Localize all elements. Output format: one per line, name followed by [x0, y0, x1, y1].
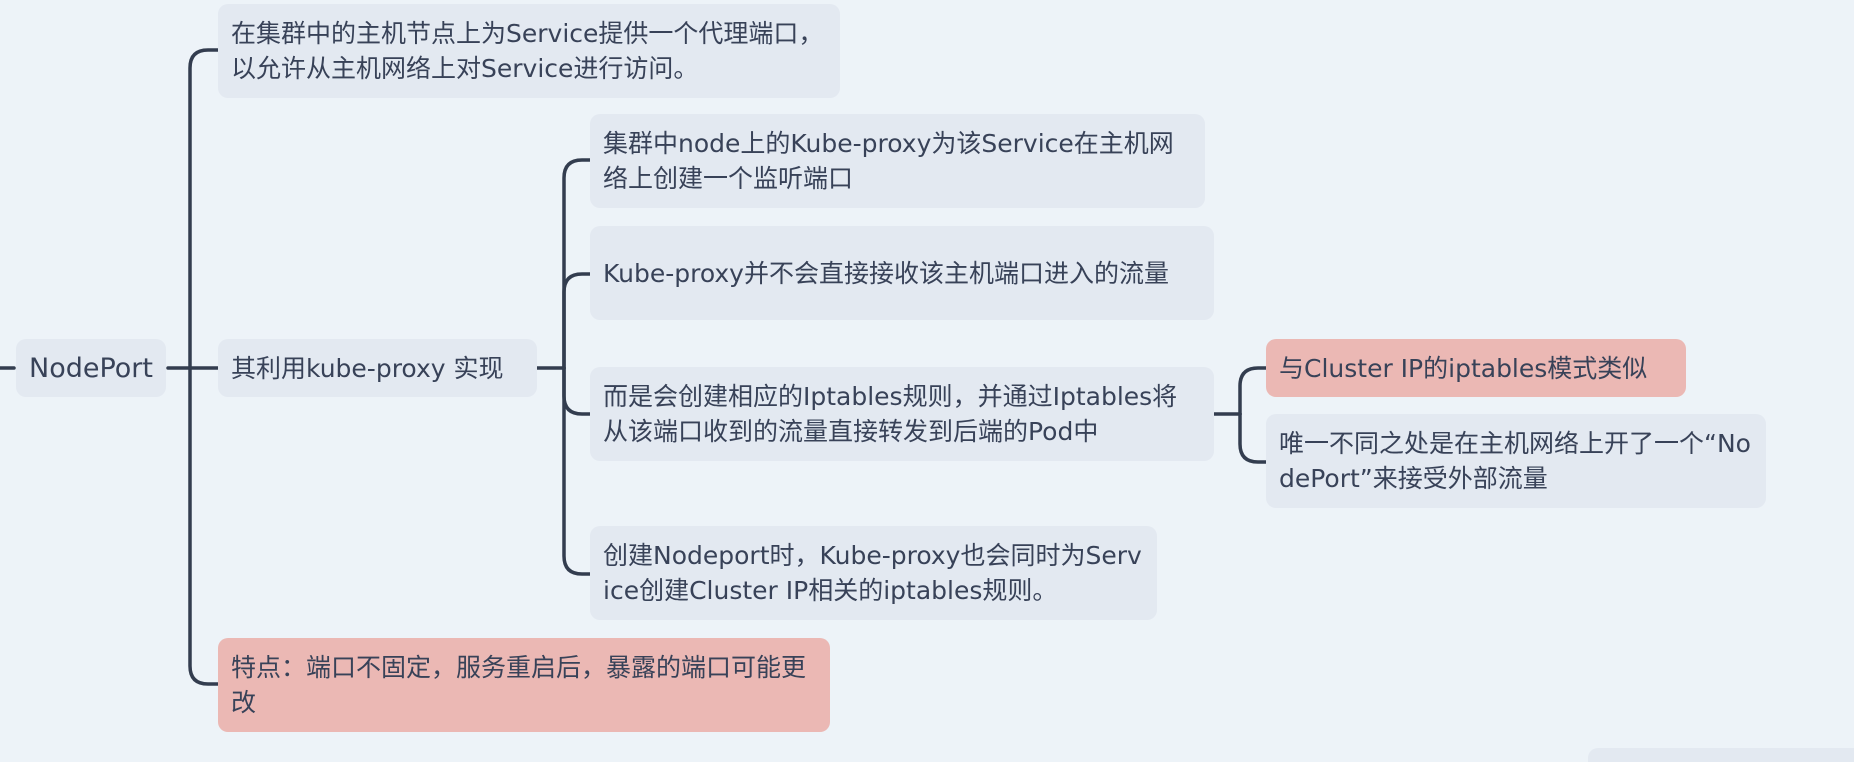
subtopic-listen-port[interactable]: 集群中node上的Kube-proxy为该Service在主机网络上创建一个监听…: [590, 114, 1205, 208]
topic-label: 在集群中的主机节点上为Service提供一个代理端口，以允许从主机网络上对Ser…: [231, 19, 824, 83]
subtopic-create-cluster-ip-rules[interactable]: 创建Nodeport时，Kube-proxy也会同时为Service创建Clus…: [590, 526, 1157, 620]
subtopic-label: Kube-proxy并不会直接接收该主机端口进入的流量: [603, 258, 1169, 288]
subtopic-label: 创建Nodeport时，Kube-proxy也会同时为Service创建Clus…: [603, 541, 1142, 605]
detail-label: 与Cluster IP的iptables模式类似: [1279, 353, 1648, 383]
topic-characteristics[interactable]: 特点：端口不固定，服务重启后，暴露的端口可能更改: [218, 638, 830, 732]
connector-iptables-child-1: [1238, 366, 1268, 416]
detail-similar-cluster-ip[interactable]: 与Cluster IP的iptables模式类似: [1266, 339, 1686, 397]
connector-proxy-child-4: [562, 366, 592, 576]
topic-label: 特点：端口不固定，服务重启后，暴露的端口可能更改: [231, 653, 807, 717]
topic-proxy-port-description[interactable]: 在集群中的主机节点上为Service提供一个代理端口，以允许从主机网络上对Ser…: [218, 4, 840, 98]
connector-proxy-child-2: [562, 272, 592, 370]
topic-label: 其利用kube-proxy 实现: [231, 353, 504, 383]
offscreen-node[interactable]: [1588, 748, 1854, 762]
topic-kube-proxy-implementation[interactable]: 其利用kube-proxy 实现: [218, 339, 537, 397]
connector-proxy-child-3: [562, 366, 592, 416]
subtopic-iptables-rules[interactable]: 而是会创建相应的Iptables规则，并通过Iptables将从该端口收到的流量…: [590, 367, 1214, 461]
connector-proxy-child-1: [562, 158, 592, 370]
connector-root-branch-3: [188, 366, 220, 686]
detail-label: 唯一不同之处是在主机网络上开了一个“NodePort”来接受外部流量: [1279, 429, 1751, 493]
subtopic-label: 集群中node上的Kube-proxy为该Service在主机网络上创建一个监听…: [603, 129, 1174, 193]
subtopic-no-direct-receive[interactable]: Kube-proxy并不会直接接收该主机端口进入的流量: [590, 226, 1214, 320]
root-node-nodeport[interactable]: NodePort: [16, 339, 166, 397]
detail-only-difference[interactable]: 唯一不同之处是在主机网络上开了一个“NodePort”来接受外部流量: [1266, 414, 1766, 508]
connector-root-branch-1: [188, 48, 220, 370]
connector-iptables-child-2: [1238, 412, 1268, 464]
root-node-label: NodePort: [29, 352, 153, 384]
subtopic-label: 而是会创建相应的Iptables规则，并通过Iptables将从该端口收到的流量…: [603, 382, 1178, 446]
